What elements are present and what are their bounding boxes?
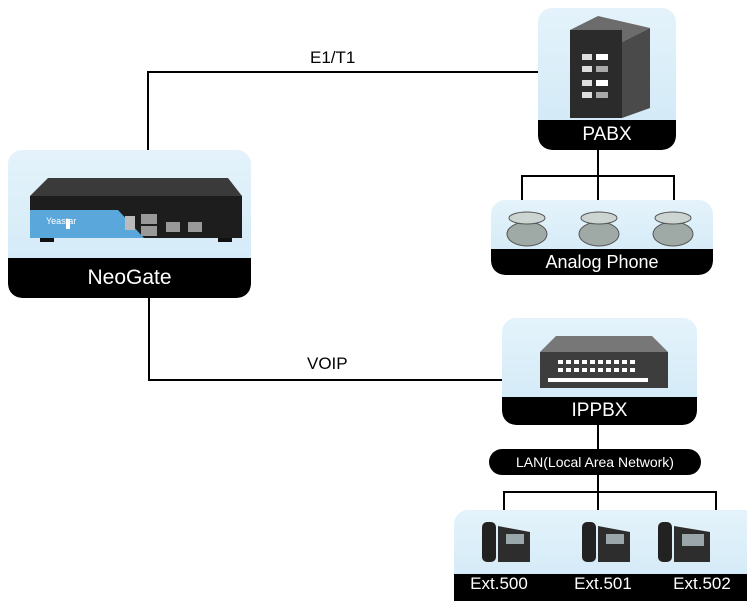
analog-phones-icon [506, 211, 694, 247]
e1t1-label: E1/T1 [310, 48, 356, 67]
ip-phone-icon-2 [582, 522, 630, 562]
ip-phone-icon-1 [482, 522, 530, 562]
voip-label: VOIP [307, 354, 348, 373]
neogate-device-icon [30, 178, 242, 242]
ext-501-label: Ext.501 [574, 574, 632, 593]
yeastar-logo: Yeastar [46, 216, 77, 226]
neogate-node: Yeastar NeoGate [8, 150, 251, 298]
neogate-label: NeoGate [8, 258, 251, 298]
pabx-label: PABX [538, 120, 676, 150]
analog-phone-label: Analog Phone [491, 249, 713, 275]
e1t1-link [147, 71, 538, 150]
analog-phone-icon-3 [652, 211, 694, 247]
ip-phones-icon [482, 522, 710, 562]
ext-caption-bar [454, 574, 747, 601]
ippbx-node: IPPBX [502, 318, 697, 425]
analog-phone-icon-2 [578, 211, 620, 247]
ip-phones-node: Ext.500 Ext.501 Ext.502 [454, 510, 747, 601]
analog-phone-node: Analog Phone [491, 200, 713, 275]
pabx-server-icon [570, 16, 650, 118]
ext-500-label: Ext.500 [470, 574, 528, 593]
pabx-node: PABX [538, 8, 676, 150]
lan-label: LAN(Local Area Network) [489, 449, 701, 475]
ippbx-device-icon [540, 336, 668, 388]
ext-bus-link [503, 491, 717, 510]
analog-phone-icon-1 [506, 211, 548, 247]
ippbx-label: IPPBX [502, 397, 697, 425]
voip-link [148, 298, 502, 381]
ip-phone-icon-3 [658, 522, 710, 562]
ext-502-label: Ext.502 [673, 574, 731, 593]
